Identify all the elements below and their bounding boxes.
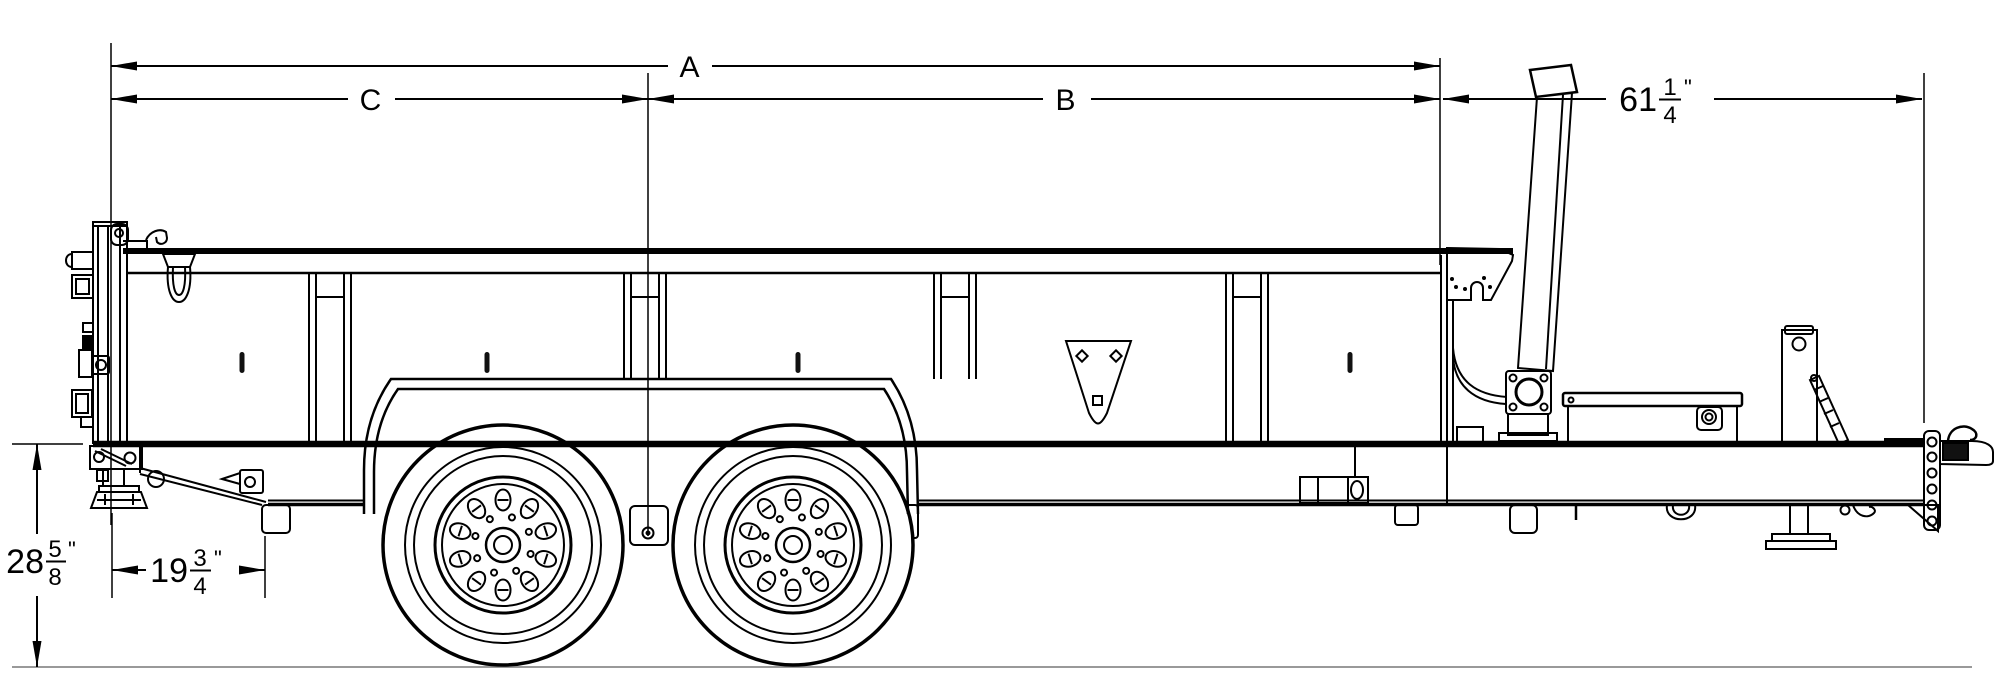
side-stanchion [623,273,667,379]
hoist-upper-bracket [1446,246,1515,301]
svg-text:4: 4 [1663,102,1676,129]
hydraulic-hose [1452,347,1508,398]
dim-deck-height-label: 28 5 8 " [6,536,76,591]
frame-tab [1509,504,1538,534]
tongue-wear-plate [1884,438,1924,446]
jack-post [1781,329,1818,445]
dim-c-label: C [360,84,383,117]
frame-tab [1394,504,1419,526]
jack-pin-hole [1791,336,1807,352]
dim-front-overhang-label: 61 1 4 " [1619,74,1692,129]
jack-crank-handle [1808,374,1850,446]
extension-lines [12,43,1925,598]
svg-text:3: 3 [193,545,206,572]
axle-equalizer [629,505,669,546]
toolbox-lid [1561,391,1744,408]
gate-hinges [65,251,110,428]
side-stanchion [1225,273,1269,441]
toolbox-latch [1696,406,1723,431]
frame-lightening-hole [147,470,165,488]
tongue-jack [1765,325,1850,550]
tandem-fender [362,377,920,515]
cylinder-barrel [1516,91,1574,373]
svg-text:": " [214,546,222,571]
dimension-labels: A C B 61 1 4 " 28 5 8 " 19 3 4 " [6,51,1692,600]
dim-rear-overhang-label: 19 3 4 " [150,545,222,600]
dump-bed [65,221,1515,509]
svg-text:28: 28 [6,543,44,581]
dim-b-label: B [1055,84,1076,117]
coupler-channel [1923,430,1941,531]
hoist-cylinder [1452,63,1579,443]
gate-latch-hook [123,229,169,250]
svg-text:1: 1 [1663,74,1676,101]
cylinder-mount-plate [1505,370,1552,415]
dimension-c-b-front [111,94,1922,104]
svg-text:61: 61 [1619,81,1657,119]
svg-text:4: 4 [193,573,206,600]
side-gusset-plate [1064,340,1133,425]
dim-a-label: A [679,51,700,84]
svg-text:19: 19 [150,552,188,590]
bed-front-wall [1440,255,1454,441]
svg-text:8: 8 [48,564,61,591]
coupler-latch-lever [1946,425,1978,442]
svg-text:5: 5 [48,536,61,563]
rear-pivot-bracket [89,445,143,470]
side-stanchion [933,273,977,379]
main-frame [139,447,1939,539]
toolbox [1561,391,1744,445]
tie-down-d-ring [161,253,197,304]
svg-text:": " [1684,75,1692,100]
rear-support-foot [89,469,149,509]
jack-drop-leg [1789,504,1809,535]
front-spring-hanger [218,469,291,534]
cylinder-cap [1528,63,1579,99]
coupler-assembly [1923,425,1994,531]
panel-slots [239,352,1353,373]
crossmember-bracket [1299,447,1369,504]
safety-chain-hook [1839,504,1876,518]
toolbox-body [1567,405,1738,445]
side-stanchion [308,273,352,441]
dimension-a [111,61,1440,71]
wheel-front [671,423,915,667]
safety-chain-loop [1665,504,1697,521]
jack-foot [1771,533,1831,542]
wheel-rear [381,423,625,667]
coupler-adjuster [1942,442,1969,461]
dimension-rear-overhang [112,565,265,575]
dimension-deck-height [32,444,42,667]
coupler-body [1939,440,1994,467]
svg-text:": " [68,537,76,562]
